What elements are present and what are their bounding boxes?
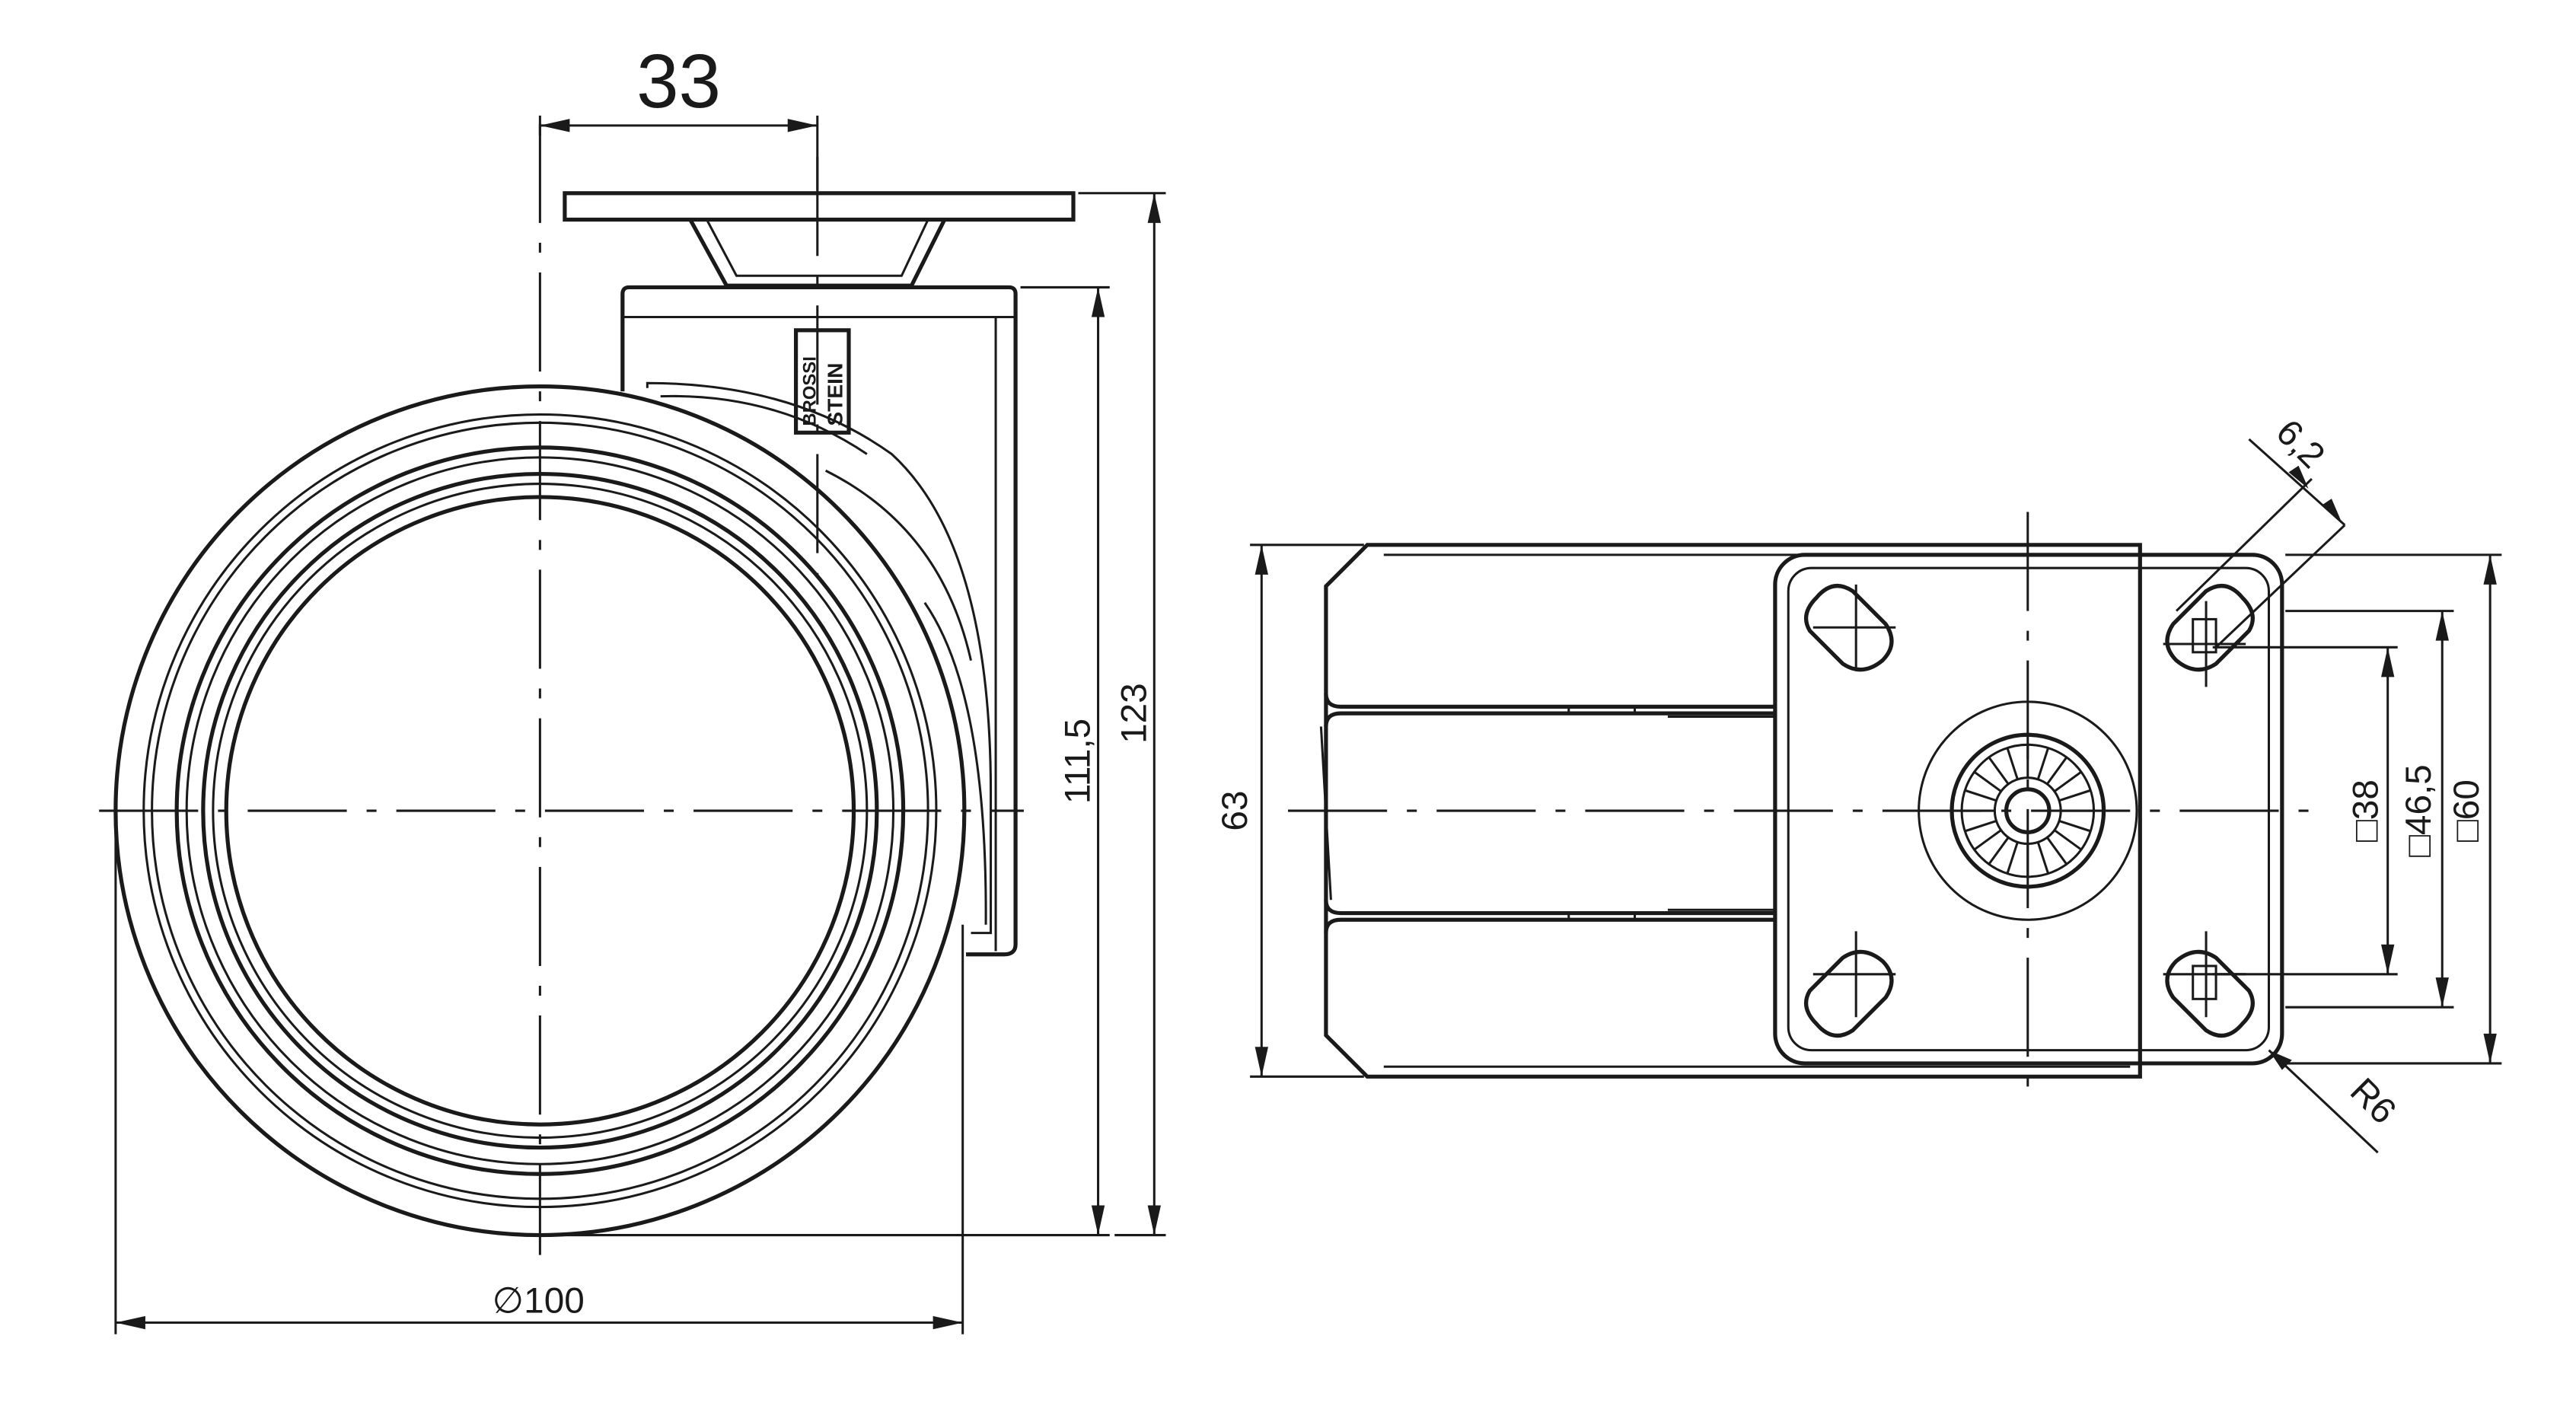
dim-height-total: 123 (1078, 192, 1166, 1237)
fork-housing (620, 285, 1018, 957)
kingpin-spoke (2058, 789, 2091, 802)
svg-text:STEIN: STEIN (822, 363, 846, 426)
kingpin-spokes (1962, 744, 2094, 877)
kingpin-spoke (1988, 837, 2010, 866)
kingpin-spoke (2006, 841, 2019, 875)
dim-height-mid-label: 111,5 (1058, 719, 1098, 804)
top-view: 63 □38 □46,5 □60 (1215, 412, 2502, 1154)
dim-offset: 33 (538, 40, 819, 190)
kingpin-spoke (1964, 820, 1997, 833)
kingpin-spoke (2036, 841, 2050, 875)
dim-width: 63 (1215, 544, 1364, 1078)
kingpin-spoke (2046, 837, 2068, 866)
kingpin-spoke (2058, 820, 2091, 833)
dim-width-label: 63 (1215, 791, 1255, 831)
kingpin-spoke (1988, 756, 2010, 785)
brand-logo (793, 328, 851, 435)
dim-square-mid-label: □46,5 (2399, 764, 2439, 857)
dim-corner-radius-label: R6 (2342, 1070, 2404, 1132)
dim-height-mid: 111,5 (553, 285, 1110, 1237)
kingpin-spoke (1964, 789, 1997, 802)
kingpin-spoke (2053, 829, 2082, 851)
dim-wheel-diameter: ∅100 (114, 825, 964, 1334)
mounting-slot-bottom-left (1803, 931, 1896, 1038)
mounting-slot-top-left (1803, 584, 1896, 672)
top-plate (563, 191, 1076, 222)
dim-square-inner: □38 (2212, 646, 2398, 976)
kingpin-spoke (1973, 829, 2002, 851)
kingpin-spoke (2046, 756, 2068, 785)
kingpin-spoke (2053, 770, 2082, 792)
kingpin-spoke (2006, 748, 2019, 780)
dim-offset-label: 33 (636, 40, 721, 124)
dim-square-outer-label: □60 (2447, 779, 2487, 842)
dim-corner-radius: R6 (2268, 1049, 2404, 1154)
dim-square-mid: □46,5 (2285, 610, 2454, 1009)
dim-square-inner-label: □38 (2346, 779, 2386, 842)
dim-height-total-label: 123 (1114, 683, 1154, 744)
mounting-slot-bottom-right (2163, 931, 2255, 1038)
kingpin-spoke (1973, 770, 2002, 792)
dim-wheel-diameter-label: ∅100 (493, 1280, 585, 1321)
mounting-slot-top-right (2163, 584, 2255, 687)
kingpin-spoke (2036, 748, 2050, 780)
side-view: BROSSI STEIN 33 (99, 40, 1166, 1334)
twin-wheel-outline (1324, 543, 2142, 1079)
dim-square-outer: □60 (2285, 553, 2502, 1065)
